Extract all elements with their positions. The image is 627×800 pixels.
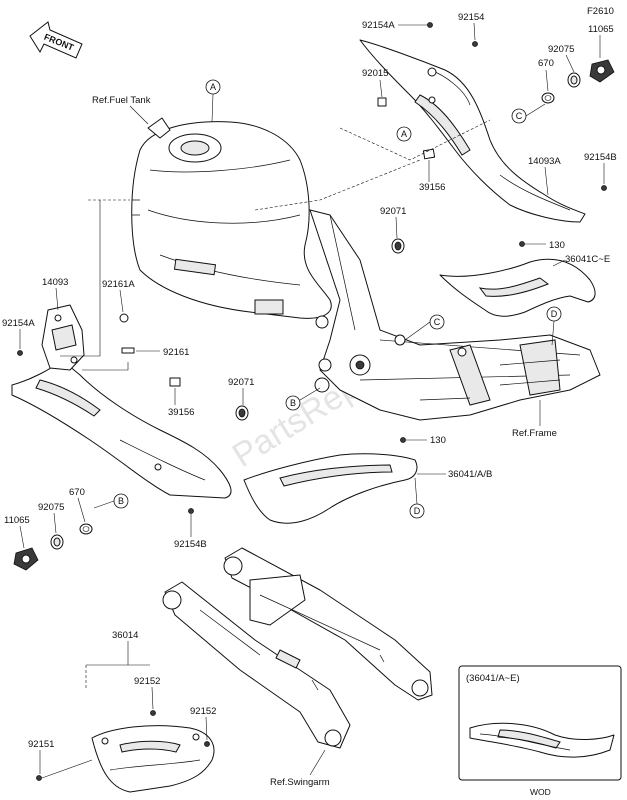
chain-guard-drawing <box>91 725 215 793</box>
clip-92161-drawing <box>121 347 135 354</box>
label-92071-top: 92071 <box>380 206 406 217</box>
svg-text:D: D <box>551 309 558 319</box>
label-36014: 36014 <box>112 630 138 641</box>
label-11065-left: 11065 <box>4 515 30 526</box>
inset-footnote: WOD <box>530 787 551 797</box>
bolt-92154B-left-drawing <box>188 508 194 514</box>
callout-A-right: A <box>396 126 412 142</box>
bolt-92152-a-drawing <box>150 710 156 716</box>
callout-D-lower: D <box>409 503 425 519</box>
label-670-left: 670 <box>69 487 85 498</box>
label-670-top: 670 <box>538 58 554 69</box>
label-92154B-right: 92154B <box>584 152 617 163</box>
figure-code: F2610 <box>587 6 614 17</box>
grommet-92071-top-drawing <box>391 238 405 254</box>
label-130-mid: 130 <box>430 435 446 446</box>
label-92015: 92015 <box>362 68 388 79</box>
bolt-92154A-top-drawing <box>427 22 433 28</box>
bolt-92154-top-drawing <box>472 41 478 47</box>
label-92071-mid: 92071 <box>228 377 254 388</box>
label-92154-top: 92154 <box>458 12 484 23</box>
svg-text:D: D <box>414 506 421 516</box>
washer-670-top-drawing <box>541 92 555 104</box>
front-arrow-icon: FRONT <box>29 21 83 59</box>
grommet-92071-mid-drawing <box>235 405 249 421</box>
swingarm-drawing <box>162 547 433 749</box>
washer-670-left-drawing <box>79 523 93 535</box>
label-14093: 14093 <box>42 277 68 288</box>
fuel-tank-drawing <box>131 117 332 329</box>
label-92152-a: 92152 <box>134 676 160 687</box>
label-92075-top: 92075 <box>548 44 574 55</box>
label-39156-left: 39156 <box>168 407 194 418</box>
label-36041AB: 36041/A/B <box>448 469 492 480</box>
inset-lower-cover-drawing <box>469 722 615 758</box>
label-92161: 92161 <box>163 347 189 358</box>
label-92151: 92151 <box>28 739 54 750</box>
bolt-92154A-left-drawing <box>17 350 23 356</box>
ref-fuel-tank-label: Ref.Fuel Tank <box>92 95 151 106</box>
svg-text:A: A <box>401 129 407 139</box>
grommet-11065-left-drawing <box>13 547 39 571</box>
bolt-92152-b-drawing <box>204 741 210 747</box>
inset-box: (36041/A~E) <box>458 665 622 781</box>
bolt-92151-drawing <box>36 775 42 781</box>
bolt-92154B-right-drawing <box>601 185 607 191</box>
callout-A-top: A <box>205 79 221 95</box>
callout-C-frame: C <box>429 314 445 330</box>
label-36041CE: 36041C~E <box>565 254 610 265</box>
label-92152-b: 92152 <box>190 706 216 717</box>
label-92154A-left: 92154A <box>2 318 35 329</box>
collar-92075-left-drawing <box>50 534 64 550</box>
grommet-11065-top-drawing <box>589 59 615 83</box>
label-11065-top: 11065 <box>588 24 614 35</box>
callout-B-frame: B <box>285 395 301 411</box>
label-92075-left: 92075 <box>38 502 64 513</box>
ref-swingarm-label: Ref.Swingarm <box>270 777 330 788</box>
label-14093A: 14093A <box>528 156 561 167</box>
svg-text:B: B <box>290 398 296 408</box>
svg-text:C: C <box>434 317 441 327</box>
label-130-top: 130 <box>549 240 565 251</box>
label-92154B-left: 92154B <box>174 539 207 550</box>
label-92154A-top: 92154A <box>362 20 395 31</box>
collar-92075-top-drawing <box>567 72 581 88</box>
frame-drawing <box>309 209 601 421</box>
inset-title: (36041/A~E) <box>466 673 520 684</box>
clip-92161A-drawing <box>119 313 129 323</box>
clip-92015-drawing <box>377 97 387 107</box>
bolt-130-mid-drawing <box>400 437 406 443</box>
lower-cover-right-drawing <box>439 258 596 317</box>
svg-text:B: B <box>118 496 124 506</box>
svg-text:A: A <box>210 82 216 92</box>
bolt-130-top-drawing <box>519 241 525 247</box>
left-side-cover-drawing <box>11 359 232 499</box>
callout-C-top: C <box>511 108 527 124</box>
svg-text:C: C <box>516 111 523 121</box>
callout-D-frame: D <box>546 306 562 322</box>
bracket-14093-drawing <box>41 304 85 371</box>
callout-B-lower: B <box>113 493 129 509</box>
label-92161A: 92161A <box>102 279 135 290</box>
label-39156-top: 39156 <box>419 182 445 193</box>
pad-39156-top-drawing <box>422 148 436 160</box>
ref-frame-label: Ref.Frame <box>512 428 557 439</box>
lower-cover-mid-drawing <box>243 453 418 524</box>
upper-side-cover-drawing <box>359 39 586 223</box>
pad-39156-left-drawing <box>169 377 181 387</box>
